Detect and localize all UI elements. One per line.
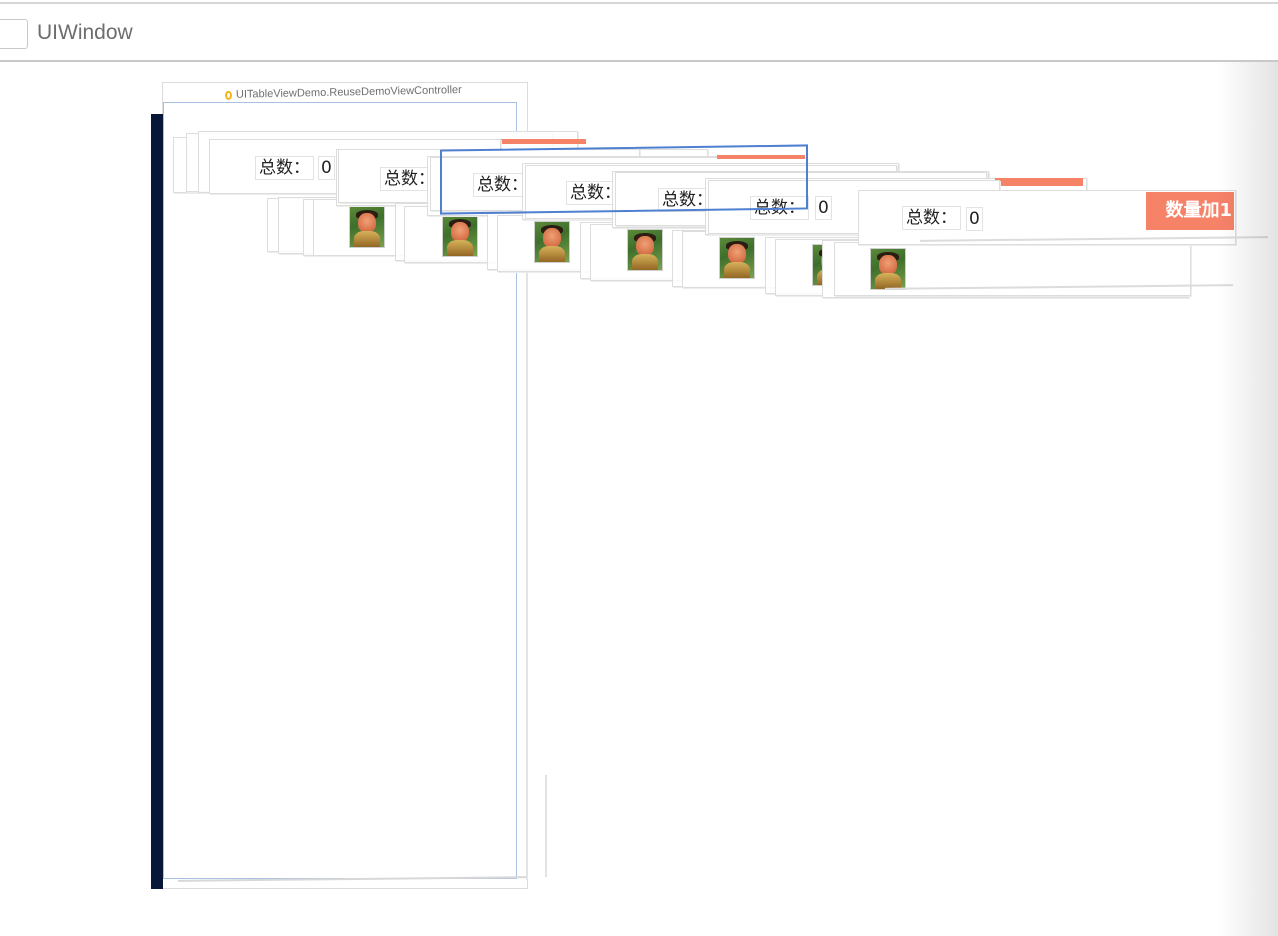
add-count-button[interactable]: 数量加1	[1146, 192, 1234, 230]
canvas-edge-shadow	[1218, 62, 1278, 936]
top-divider	[0, 2, 1278, 4]
count-label: 0	[815, 196, 832, 220]
add-button-layer[interactable]	[498, 139, 586, 144]
selected-view-outline[interactable]	[440, 144, 808, 215]
avatar-image[interactable]	[442, 215, 478, 257]
view-controller-icon	[224, 90, 233, 100]
add-button-layer[interactable]	[995, 178, 1083, 186]
avatar-image[interactable]	[719, 237, 755, 279]
total-label: 总数：	[902, 206, 961, 230]
avatar-image[interactable]	[349, 206, 385, 248]
window-checkbox[interactable]	[0, 19, 28, 49]
hierarchy-header: UIWindow	[0, 4, 1278, 60]
header-divider	[0, 60, 1278, 62]
total-label: 总数：	[750, 196, 809, 220]
window-title: UIWindow	[37, 21, 133, 44]
scroll-indicator-layer-2	[545, 775, 547, 877]
avatar-image[interactable]	[627, 229, 663, 271]
table-view-layer[interactable]	[151, 114, 163, 889]
scroll-indicator-layer	[526, 240, 528, 880]
total-label: 总数：	[255, 156, 314, 180]
avatar-image[interactable]	[534, 221, 570, 263]
avatar-image[interactable]	[870, 248, 906, 290]
count-label: 0	[966, 207, 983, 231]
count-label: 0	[318, 156, 335, 180]
add-button-layer[interactable]	[717, 155, 805, 159]
